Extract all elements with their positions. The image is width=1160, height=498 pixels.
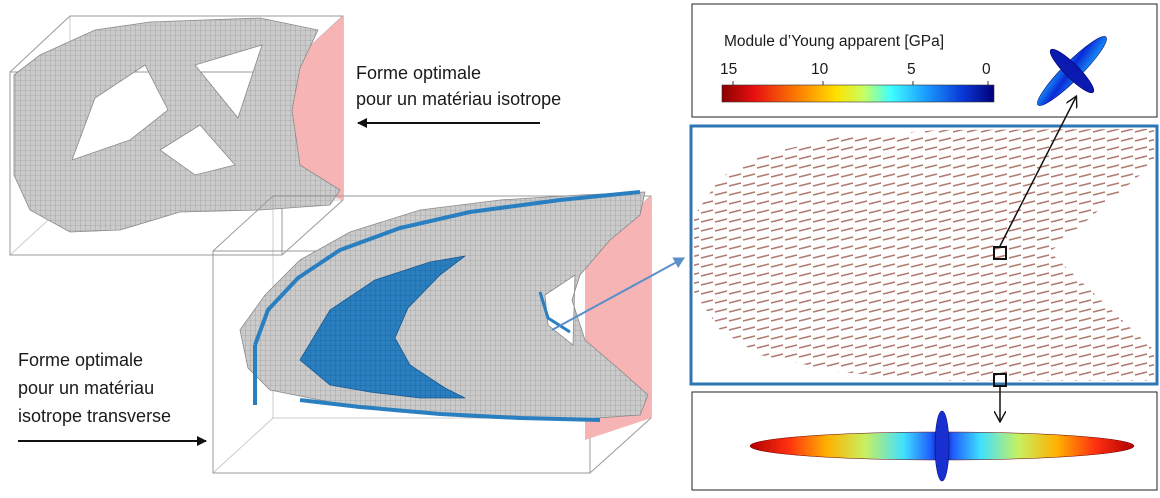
- ellipsoid-glyph: [934, 410, 950, 482]
- colorbar-tick-label: 15: [720, 61, 738, 78]
- colorbar-ticks: [732, 81, 989, 85]
- caption-transverse-line1: Forme optimale: [18, 350, 144, 370]
- colorbar-tick-label: 10: [811, 61, 829, 78]
- zoom-box-icon: [993, 246, 1007, 260]
- isotropic-voxel-shape: [13, 17, 341, 233]
- caption-transverse-line2: pour un matériau: [18, 378, 155, 398]
- caption-isotropic: Forme optimale pour un matériau isotrope: [356, 60, 561, 112]
- colorbar-tick-label: 5: [907, 61, 916, 78]
- caption-isotropic-line2: pour un matériau isotrope: [356, 89, 562, 109]
- caption-transverse-line3: isotrope transverse: [18, 406, 172, 426]
- orientation-map-panel: [689, 124, 1159, 387]
- caption-transverse: Forme optimale pour un matériau isotrope…: [18, 346, 171, 430]
- transverse-inner-blue-region: [299, 255, 466, 399]
- orientation-field: [694, 129, 1154, 381]
- caption-isotropic-line1: Forme optimale: [356, 63, 482, 83]
- right-arrow-icon: [551, 257, 685, 331]
- right-arrow-icon: [999, 97, 1076, 247]
- transverse-blue-edge-strips: [253, 190, 641, 422]
- isotropic-structure: [9, 15, 344, 256]
- colorbar-title: Module d’Young apparent [GPa]: [724, 33, 945, 50]
- support-face-top: [292, 16, 343, 200]
- transverse-structure: [212, 190, 652, 474]
- ellipsoid-glyph: [1037, 36, 1107, 106]
- colorbar-tick-label: 0: [982, 61, 991, 78]
- ellipsoid-panel: [691, 391, 1158, 491]
- colorbar: [721, 84, 995, 103]
